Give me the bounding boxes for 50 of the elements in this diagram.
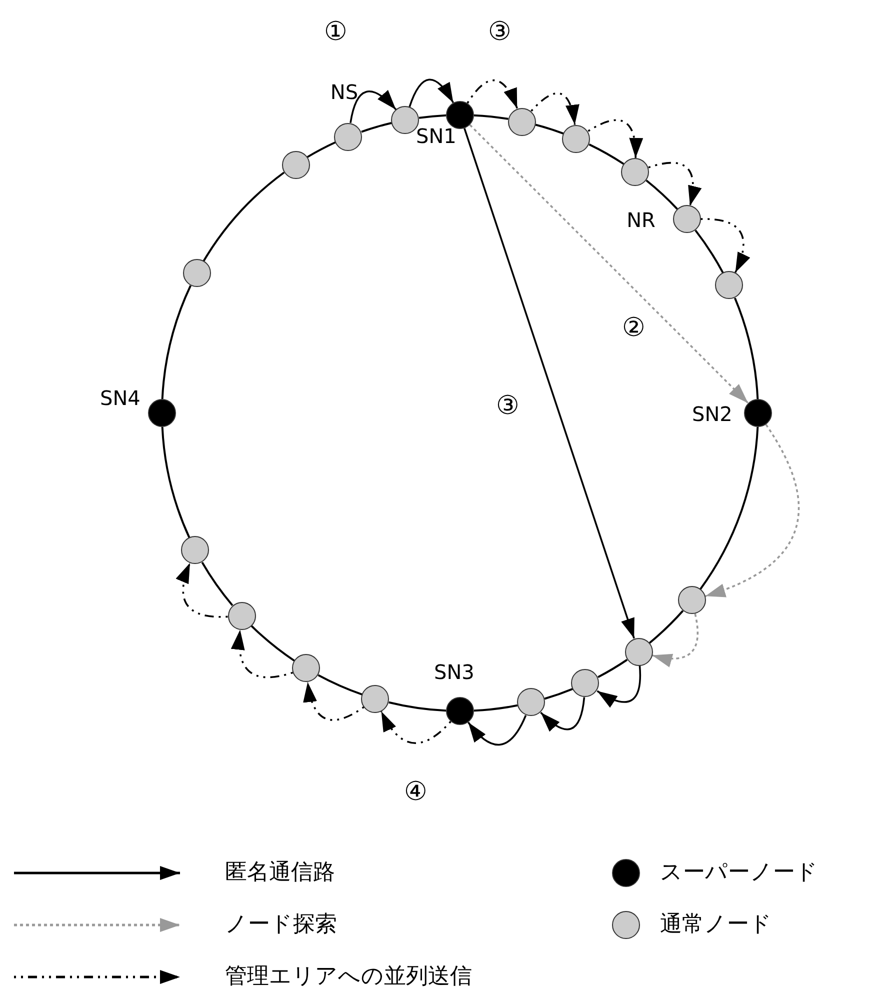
node-label: SN3 bbox=[434, 661, 474, 683]
ring-line bbox=[694, 230, 724, 274]
arrow bbox=[304, 682, 364, 721]
arrow bbox=[380, 711, 452, 744]
arrow bbox=[466, 79, 518, 109]
arrow bbox=[530, 92, 579, 125]
ring-line bbox=[388, 701, 446, 712]
arrow bbox=[705, 424, 800, 598]
ring-line bbox=[598, 658, 628, 678]
ring-line bbox=[161, 285, 192, 400]
ring-line bbox=[306, 141, 336, 158]
legend-label: 匿名通信路 bbox=[225, 860, 335, 886]
arrow bbox=[700, 218, 750, 273]
ring-line bbox=[474, 704, 518, 712]
arrow bbox=[232, 630, 294, 678]
ring-line bbox=[734, 298, 759, 400]
arrow bbox=[176, 562, 228, 618]
arrow bbox=[350, 90, 397, 124]
arrow bbox=[652, 614, 698, 667]
legend-label: 通常ノード bbox=[660, 912, 772, 938]
ring-line bbox=[161, 426, 190, 538]
ring-line bbox=[700, 426, 759, 590]
ring-line bbox=[535, 124, 564, 134]
node-label: SN4 bbox=[100, 387, 140, 409]
ring-line bbox=[648, 610, 684, 644]
arrow bbox=[468, 714, 527, 746]
arrow bbox=[464, 128, 635, 639]
legend-label: 管理エリアへの並列送信 bbox=[225, 964, 472, 990]
ring-line bbox=[418, 114, 446, 119]
ring-line bbox=[361, 122, 392, 133]
node-label: NR bbox=[626, 209, 656, 232]
node-label: SN1 bbox=[416, 125, 456, 147]
legend-label: スーパーノード bbox=[660, 860, 818, 886]
arrow bbox=[588, 119, 642, 158]
ring-line bbox=[588, 144, 624, 165]
legend-label: ノード探索 bbox=[225, 912, 337, 938]
ring-line bbox=[250, 625, 295, 662]
arrow bbox=[540, 697, 586, 732]
arrow bbox=[469, 124, 749, 404]
ring-line bbox=[544, 688, 573, 700]
ring-line bbox=[318, 674, 362, 696]
ring-line bbox=[201, 562, 234, 606]
arrow bbox=[408, 78, 454, 108]
arrow bbox=[648, 162, 701, 206]
arrow bbox=[596, 666, 642, 708]
node-label: SN2 bbox=[692, 403, 732, 425]
node-label: NS bbox=[330, 80, 358, 103]
ring-line bbox=[474, 114, 508, 120]
ring-line bbox=[646, 180, 678, 210]
ring-line bbox=[202, 172, 285, 262]
